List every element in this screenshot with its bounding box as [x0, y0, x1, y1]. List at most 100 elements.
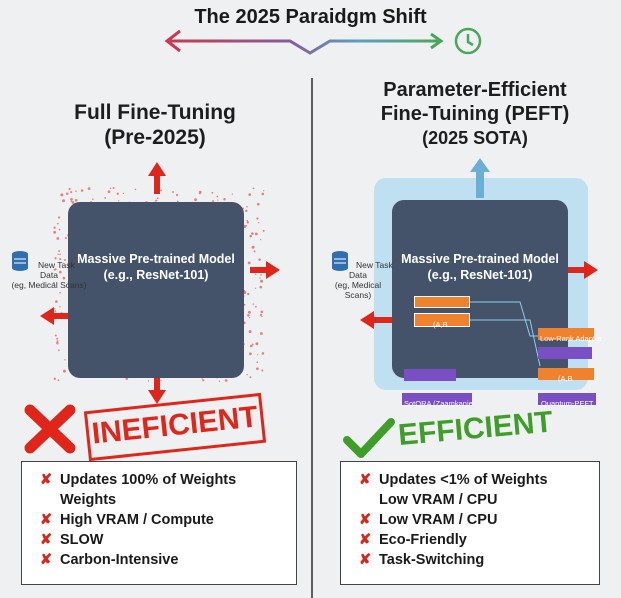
- adapter-purple-left: [404, 369, 456, 381]
- particle-dot: [247, 314, 250, 317]
- particle-dot: [160, 379, 162, 382]
- particle-dot: [246, 219, 249, 222]
- particle-dot: [59, 291, 61, 294]
- particle-dot: [261, 192, 265, 196]
- particle-dot: [107, 190, 111, 194]
- particle-dot: [257, 354, 259, 356]
- particle-dot: [248, 193, 252, 196]
- particle-dot: [134, 188, 137, 191]
- particle-dot: [245, 224, 248, 227]
- particle-dot: [260, 274, 262, 276]
- list-item-sub: Weights: [60, 492, 117, 508]
- particle-dot: [211, 191, 214, 194]
- particle-dot: [54, 308, 56, 310]
- particle-dot: [53, 226, 56, 229]
- particle-dot: [54, 334, 57, 337]
- particle-dot: [64, 237, 67, 240]
- particle-dot: [65, 192, 69, 195]
- particle-dot: [57, 253, 59, 256]
- adapter-ab2: (A,B: [538, 368, 594, 383]
- particle-dot: [256, 217, 259, 220]
- particle-dot: [154, 200, 157, 202]
- adapter-block: [414, 296, 470, 308]
- particle-dot: [253, 250, 256, 253]
- particle-dot: [92, 198, 94, 200]
- right-summary-box: ✘Updates <1% of Weights Low VRAM / CPU ✘…: [340, 461, 600, 585]
- particle-dot: [254, 273, 257, 275]
- peft-arrows: [360, 158, 598, 329]
- particle-dot: [260, 279, 264, 283]
- particle-dot: [87, 187, 91, 190]
- particle-dot: [252, 303, 255, 305]
- particle-dot: [247, 310, 251, 314]
- particle-dot: [122, 192, 125, 195]
- particle-dot: [251, 232, 254, 235]
- particle-dot: [56, 222, 59, 225]
- clock-icon: [454, 27, 482, 55]
- particle-dot: [251, 343, 254, 346]
- particle-dot: [109, 187, 112, 190]
- particle-dot: [256, 361, 259, 364]
- particle-dot: [64, 359, 66, 361]
- particle-dot: [74, 198, 78, 202]
- particle-dot: [63, 258, 66, 262]
- particle-dot: [175, 193, 179, 197]
- particle-dot: [243, 303, 246, 306]
- right-title: Parameter-Efficient Fine-Tuining (PEFT) …: [380, 79, 570, 148]
- particle-dot: [263, 190, 265, 192]
- x-icon: ✘: [359, 512, 372, 528]
- database-icon: [12, 251, 28, 271]
- particle-dot: [57, 216, 61, 219]
- particle-dot: [256, 367, 259, 371]
- list-item: ✘Eco-Friendly: [359, 532, 467, 548]
- particle-dot: [56, 337, 59, 340]
- particle-dot: [156, 197, 159, 199]
- list-item: ✘Task-Switching: [359, 552, 485, 568]
- particle-dot: [248, 330, 252, 334]
- cross-icon: [24, 404, 76, 454]
- x-icon: ✘: [359, 552, 372, 568]
- particle-dot: [194, 198, 197, 202]
- particle-dot: [249, 234, 252, 238]
- particle-dot: [60, 193, 64, 197]
- adapter-ab: (A,B: [414, 313, 470, 329]
- particle-dot: [70, 200, 73, 203]
- particle-dot: [59, 306, 61, 308]
- particle-dot: [56, 340, 59, 343]
- particle-dot: [247, 261, 251, 265]
- particle-dot: [258, 258, 261, 261]
- particle-dot: [56, 237, 60, 240]
- particle-dot: [259, 313, 263, 317]
- x-icon: ✘: [40, 552, 53, 568]
- particle-dot: [249, 352, 252, 356]
- particle-dot: [62, 276, 66, 280]
- particle-dot: [154, 189, 157, 191]
- particle-dot: [243, 291, 247, 295]
- particle-dot: [254, 287, 257, 289]
- particle-dot: [70, 198, 73, 201]
- particle-dot: [224, 379, 228, 382]
- particle-dot: [54, 257, 57, 260]
- particle-dot: [257, 221, 260, 224]
- adapter-connectors: [470, 301, 541, 367]
- particle-dot: [260, 310, 264, 314]
- particle-dot: [231, 193, 234, 195]
- particle-dot: [75, 190, 77, 192]
- particle-dot: [59, 253, 61, 256]
- list-item: ✘High VRAM / Compute: [40, 512, 214, 528]
- particle-dot: [53, 268, 56, 271]
- tag-sotora: SotORA (Zaamkanie: [402, 393, 473, 408]
- particle-dot: [246, 206, 248, 208]
- column-divider: [311, 78, 313, 598]
- particle-dot: [259, 238, 262, 241]
- particle-dot: [262, 229, 265, 232]
- particle-dot: [256, 202, 260, 206]
- pretrained-model-full: [68, 202, 244, 378]
- particle-dot: [198, 192, 201, 195]
- list-item: ✘Updates <1% of Weights: [359, 472, 548, 488]
- particle-dot: [255, 342, 259, 346]
- particle-dot: [201, 378, 203, 380]
- task-data-label-left: New Task Data (eg, Medical Scans): [11, 260, 87, 290]
- particle-dot: [223, 197, 226, 201]
- efficient-label: EFFICIENT: [396, 405, 555, 452]
